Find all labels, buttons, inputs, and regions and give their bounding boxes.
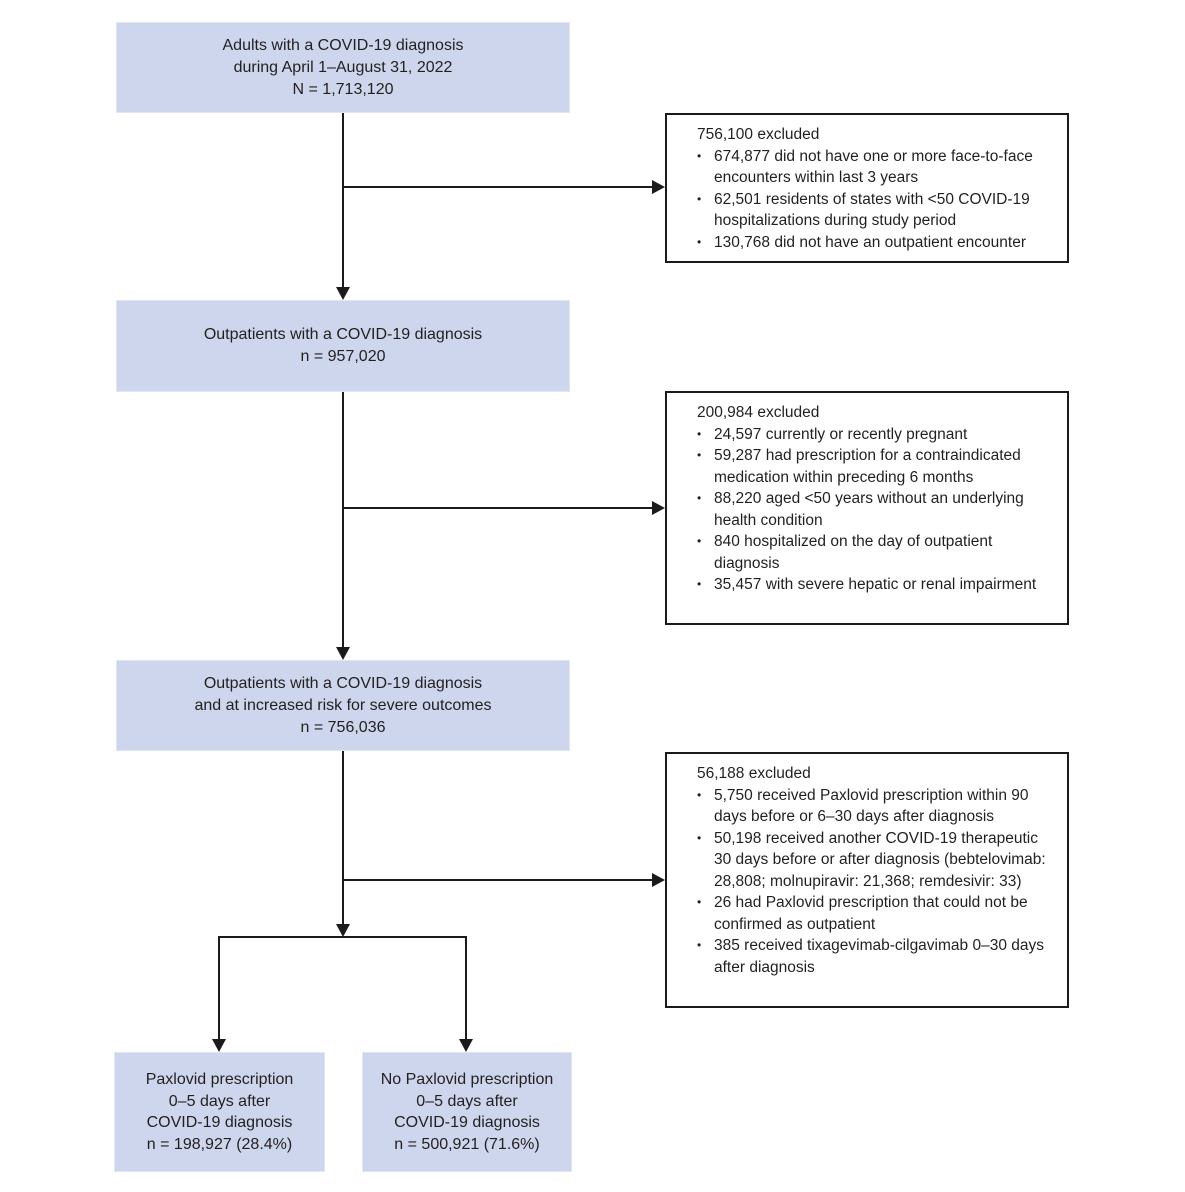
exclusion-item-text: 59,287 had prescription for a contraindi… — [714, 447, 1021, 486]
cohort-box-no-paxlovid-line4: n = 500,921 (71.6%) — [394, 1135, 540, 1153]
bullet-dot-icon: • — [697, 787, 702, 802]
bullet-dot-icon: • — [697, 191, 702, 206]
cohort-box-paxlovid-line1: Paxlovid prescription — [145, 1071, 294, 1088]
cohort-box-no-paxlovid-line2: 0–5 days after — [416, 1092, 518, 1110]
cohort-box-increased-risk-line2: and at increased risk for severe outcome… — [194, 696, 492, 714]
cohort-box-outpatients-line1: Outpatients with a COVID-19 diagnosis — [203, 326, 483, 343]
exclusion-item: • 5,750 received Paxlovid prescription w… — [697, 785, 1057, 828]
exclusion-item-text: 5,750 received Paxlovid prescription wit… — [714, 786, 1029, 826]
cohort-box-outpatients: Outpatients with a COVID-19 diagnosis n … — [116, 300, 570, 392]
connector-line-adults-to-outpatients — [342, 113, 344, 288]
exclusion-item-text: 62,501 residents of states with <50 COVI… — [714, 190, 1030, 230]
bullet-dot-icon: • — [697, 234, 702, 249]
exclusion-item-text: 50,198 received another COVID-19 therape… — [714, 829, 1046, 890]
exclusion-item: • 62,501 residents of states with <50 CO… — [697, 189, 1057, 232]
cohort-box-adults-line3: N = 1,713,120 — [292, 80, 394, 98]
cohort-box-increased-risk-line1: Outpatients with a COVID-19 diagnosis — [203, 674, 483, 692]
exclusion-item-text: 130,768 did not have an outpatient encou… — [714, 233, 1026, 251]
exclusion-box-1-list: • 674,877 did not have one or more face-… — [697, 146, 1057, 254]
exclusion-box-3-header: 56,188 excluded — [697, 765, 811, 782]
exclusion-item: • 674,877 did not have one or more face-… — [697, 146, 1057, 189]
cohort-box-paxlovid: Paxlovid prescription 0–5 days after COV… — [114, 1052, 325, 1172]
arrowhead-right-to-exclusion1 — [652, 180, 665, 194]
cohort-box-outpatients-line2: n = 957,020 — [300, 348, 386, 365]
cohort-box-adults-line2: during April 1–August 31, 2022 — [233, 58, 453, 76]
bullet-dot-icon: • — [697, 426, 702, 441]
cohort-box-increased-risk-line3: n = 756,036 — [300, 718, 386, 736]
connector-line-to-paxlovid — [218, 936, 220, 1039]
arrowhead-down-to-outpatients — [336, 287, 350, 300]
arrowhead-right-to-exclusion2 — [652, 501, 665, 515]
exclusion-item-text: 26 had Paxlovid prescription that could … — [714, 894, 1028, 933]
arrowhead-right-to-exclusion3 — [652, 873, 665, 887]
exclusion-box-2-header: 200,984 excluded — [697, 404, 820, 421]
bullet-dot-icon: • — [697, 830, 702, 845]
connector-line-to-no-paxlovid — [465, 936, 467, 1039]
cohort-box-paxlovid-line3: COVID-19 diagnosis — [146, 1114, 293, 1131]
exclusion-item: • 26 had Paxlovid prescription that coul… — [697, 892, 1057, 935]
cohort-box-adults-line1: Adults with a COVID-19 diagnosis — [222, 36, 464, 54]
cohort-box-no-paxlovid-line3: COVID-19 diagnosis — [394, 1114, 540, 1131]
arrowhead-down-to-paxlovid — [212, 1039, 226, 1052]
exclusion-box-3: 56,188 excluded • 5,750 received Paxlovi… — [665, 752, 1069, 1008]
exclusion-item: • 385 received tixagevimab-cilgavimab 0–… — [697, 935, 1057, 978]
connector-line-outpatients-to-increased-risk — [342, 392, 344, 648]
exclusion-item: • 59,287 had prescription for a contrain… — [697, 445, 1057, 488]
cohort-box-no-paxlovid-line1: No Paxlovid prescription — [380, 1071, 554, 1088]
exclusion-box-3-list: • 5,750 received Paxlovid prescription w… — [697, 785, 1057, 979]
connector-line-to-exclusion1 — [343, 186, 653, 188]
connector-line-to-exclusion2 — [343, 507, 653, 509]
cohort-box-adults: Adults with a COVID-19 diagnosis during … — [116, 22, 570, 113]
exclusion-item: • 35,457 with severe hepatic or renal im… — [697, 574, 1057, 596]
exclusion-box-2: 200,984 excluded • 24,597 currently or r… — [665, 391, 1069, 625]
bullet-dot-icon: • — [697, 491, 702, 505]
connector-line-to-exclusion3 — [343, 879, 653, 881]
exclusion-box-1: 756,100 excluded • 674,877 did not have … — [665, 113, 1069, 263]
branch-bar-line — [218, 936, 467, 938]
exclusion-box-1-header: 756,100 excluded — [697, 126, 820, 143]
bullet-dot-icon: • — [697, 148, 702, 163]
exclusion-item: • 130,768 did not have an outpatient enc… — [697, 232, 1057, 254]
arrowhead-down-to-branch — [336, 924, 350, 937]
exclusion-item: • 24,597 currently or recently pregnant — [697, 424, 1057, 446]
arrowhead-down-to-increased-risk — [336, 647, 350, 660]
cohort-box-paxlovid-line2: 0–5 days after — [168, 1092, 271, 1110]
exclusion-item: • 840 hospitalized on the day of outpati… — [697, 531, 1057, 574]
exclusion-item-text: 674,877 did not have one or more face-to… — [714, 147, 1033, 187]
exclusion-item-text: 840 hospitalized on the day of outpatien… — [714, 533, 993, 572]
arrowhead-down-to-no-paxlovid — [459, 1039, 473, 1052]
cohort-box-increased-risk: Outpatients with a COVID-19 diagnosis an… — [116, 660, 570, 751]
bullet-dot-icon: • — [697, 895, 702, 909]
exclusion-item-text: 35,457 with severe hepatic or renal impa… — [714, 576, 1037, 593]
bullet-dot-icon: • — [697, 448, 702, 462]
cohort-box-paxlovid-line4: n = 198,927 (28.4%) — [146, 1135, 293, 1153]
exclusion-item-text: 24,597 currently or recently pregnant — [714, 425, 968, 443]
exclusion-item-text: 385 received tixagevimab-cilgavimab 0–30… — [714, 937, 1044, 976]
bullet-dot-icon: • — [697, 938, 702, 952]
exclusion-item-text: 88,220 aged <50 years without an underly… — [714, 490, 1024, 529]
exclusion-item: • 88,220 aged <50 years without an under… — [697, 488, 1057, 531]
bullet-dot-icon: • — [697, 577, 702, 591]
bullet-dot-icon: • — [697, 534, 702, 548]
exclusion-item: • 50,198 received another COVID-19 thera… — [697, 828, 1057, 893]
connector-line-increased-risk-to-branch — [342, 751, 344, 925]
cohort-box-no-paxlovid: No Paxlovid prescription 0–5 days after … — [362, 1052, 572, 1172]
exclusion-box-2-list: • 24,597 currently or recently pregnant … — [697, 424, 1057, 596]
